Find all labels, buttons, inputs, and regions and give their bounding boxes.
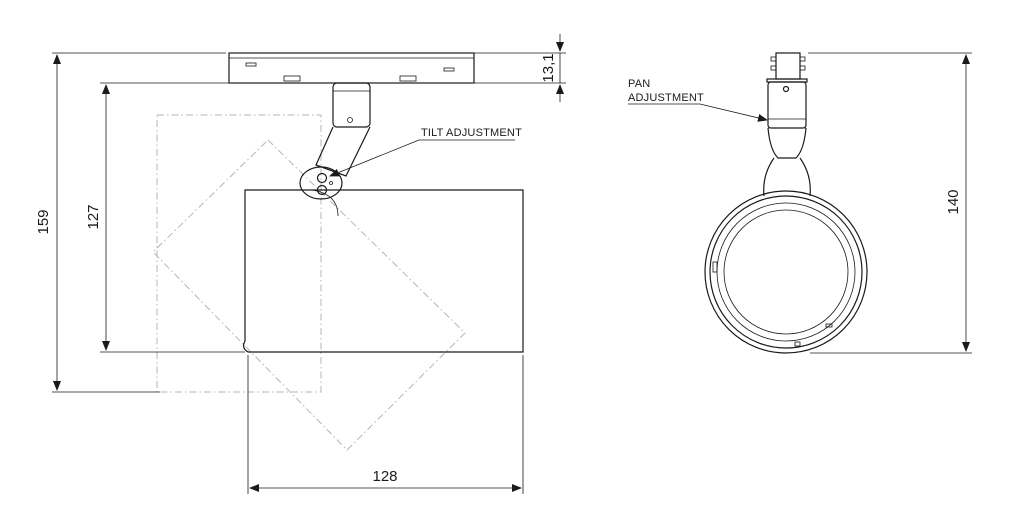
front-rings — [704, 190, 868, 354]
dim-adapter-height: 13,1 — [540, 53, 557, 82]
dim-overall-height: 159 — [35, 209, 52, 234]
ghost-tilted-position — [152, 139, 466, 451]
dim-front-height: 140 — [945, 189, 962, 214]
front-stem — [763, 81, 811, 197]
ghost-vertical-position — [156, 114, 322, 393]
tilt-callout: TILT ADJUSTMENT — [329, 127, 522, 177]
front-view: PAN ADJUSTMENT — [628, 52, 868, 354]
pan-callout: PAN ADJUSTMENT — [628, 78, 768, 122]
side-view: TILT ADJUSTMENT — [152, 52, 524, 451]
tilt-adjustment-label: TILT ADJUSTMENT — [421, 127, 522, 139]
track-adapter — [228, 52, 475, 84]
luminaire-body — [242, 189, 524, 353]
dim-body-height: 127 — [85, 204, 102, 229]
dim-body-length: 128 — [372, 468, 397, 485]
pan-adjustment-label-line1: PAN — [628, 78, 650, 90]
side-dimensions: 159 127 13,1 128 — [35, 34, 566, 494]
front-dimensions: 140 — [808, 52, 972, 354]
front-adapter — [766, 52, 808, 83]
pan-adjustment-label-line2: ADJUSTMENT — [628, 92, 704, 104]
